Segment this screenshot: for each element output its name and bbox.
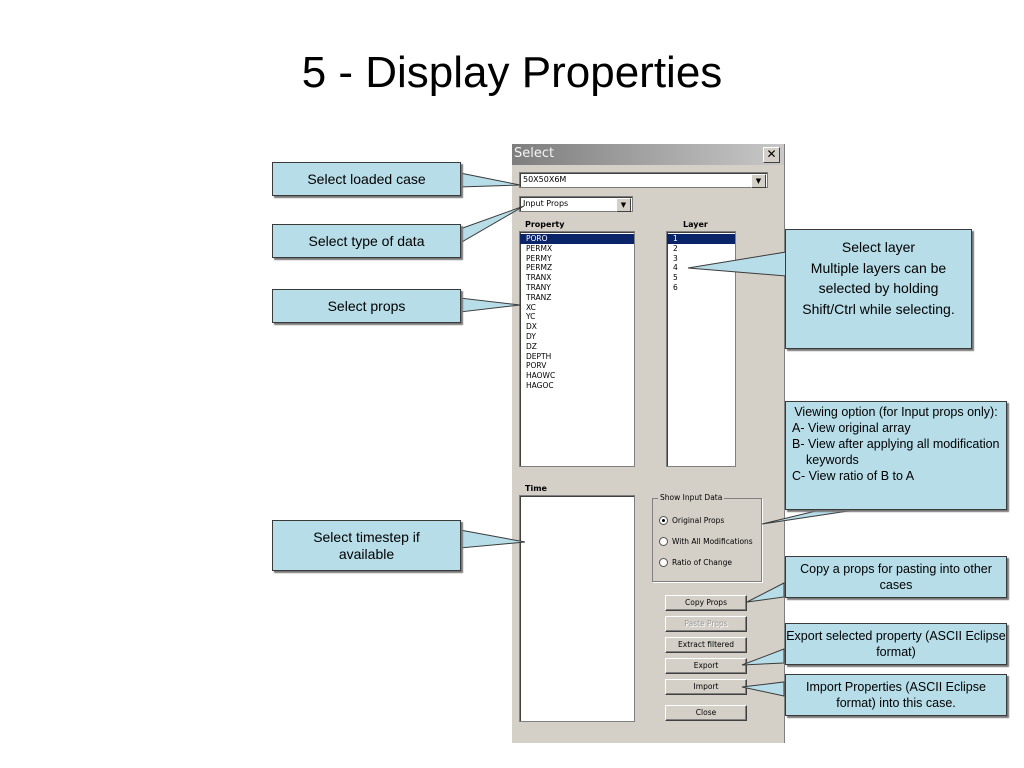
callout-import: Import Properties (ASCII Eclipse format)… xyxy=(785,674,1007,716)
radio-label: With All Modifications xyxy=(672,537,753,546)
layer-label: Layer xyxy=(683,220,708,229)
show-input-data-legend: Show Input Data xyxy=(658,493,725,502)
case-select[interactable]: 50X50X6M ▼ xyxy=(519,172,768,188)
close-button[interactable]: Close xyxy=(665,705,747,721)
slide-title: 5 - Display Properties xyxy=(301,48,723,97)
callout-select-props: Select props xyxy=(272,289,461,323)
paste-props-button[interactable]: Paste Props xyxy=(665,616,747,632)
radio-label: Ratio of Change xyxy=(672,558,732,567)
callout-select-layer: Select layer Multiple layers can be sele… xyxy=(785,229,972,349)
copy-props-button[interactable]: Copy Props xyxy=(665,595,747,611)
property-list-item[interactable]: PORV xyxy=(526,361,547,371)
layer-list-item[interactable]: 3 xyxy=(673,253,678,263)
callout-export: Export selected property (ASCII Eclipse … xyxy=(785,623,1007,665)
property-list-item[interactable]: TRANZ xyxy=(526,292,552,302)
case-select-value: 50X50X6M xyxy=(523,175,567,184)
property-list-item[interactable]: TRANY xyxy=(526,282,551,292)
select-dialog: Select ✕ 50X50X6M ▼ Input Props ▼ Proper… xyxy=(512,144,785,743)
radio-ratio-of-change[interactable]: Ratio of Change xyxy=(659,558,732,567)
property-list-item[interactable]: PERMZ xyxy=(526,263,553,273)
layer-list-item[interactable]: 6 xyxy=(673,282,678,292)
property-list-item[interactable]: HAGOC xyxy=(526,380,554,390)
property-list-item[interactable]: DEPTH xyxy=(526,351,552,361)
radio-unselected-icon[interactable] xyxy=(659,537,668,546)
viewing-option-c: C- View ratio of B to A xyxy=(792,469,915,483)
chevron-down-icon[interactable]: ▼ xyxy=(751,174,766,188)
viewing-option-b: B- View after applying all modification … xyxy=(792,437,1000,467)
pointer-import xyxy=(741,681,785,697)
radio-with-all-modifications[interactable]: With All Modifications xyxy=(659,537,753,546)
property-list-item[interactable]: PORO xyxy=(520,234,634,244)
export-button[interactable]: Export xyxy=(665,658,747,674)
pointer-export xyxy=(741,648,785,666)
close-icon[interactable]: ✕ xyxy=(763,147,780,163)
property-list-item[interactable]: TRANX xyxy=(526,273,552,283)
pointer-viewing xyxy=(761,509,856,525)
callout-select-loaded-case: Select loaded case xyxy=(272,162,461,196)
callout-select-type-of-data: Select type of data xyxy=(272,224,461,258)
pointer-props xyxy=(459,297,521,313)
layer-list-item[interactable]: 4 xyxy=(673,263,678,273)
chevron-down-icon[interactable]: ▼ xyxy=(616,198,631,212)
layer-list-item[interactable]: 1 xyxy=(667,234,735,244)
layer-list-item[interactable]: 2 xyxy=(673,243,678,253)
property-list-item[interactable]: DZ xyxy=(526,341,537,351)
data-type-select-value: Input Props xyxy=(523,199,569,208)
dialog-title: Select xyxy=(514,146,555,161)
property-list-item[interactable]: YC xyxy=(526,312,536,322)
property-list-item[interactable]: XC xyxy=(526,302,536,312)
property-list-item[interactable]: PERMX xyxy=(526,243,553,253)
time-label: Time xyxy=(525,484,547,493)
pointer-copy xyxy=(746,582,785,603)
pointer-data-type xyxy=(459,205,525,244)
callout-select-timestep: Select timestep if available xyxy=(272,520,461,571)
show-input-data-group: Show Input Data Original Props With All … xyxy=(652,493,762,582)
property-list-item[interactable]: PERMY xyxy=(526,253,552,263)
viewing-option-a: A- View original array xyxy=(792,421,911,435)
pointer-loaded-case xyxy=(459,172,521,188)
radio-selected-icon[interactable] xyxy=(659,516,668,525)
viewing-option-title: Viewing option (for Input props only): xyxy=(794,405,998,419)
layer-list-item[interactable]: 5 xyxy=(673,273,678,283)
property-list-item[interactable]: DY xyxy=(526,331,536,341)
property-list-item[interactable]: DX xyxy=(526,322,537,332)
pointer-layer xyxy=(687,251,787,277)
data-type-select[interactable]: Input Props ▼ xyxy=(519,196,633,212)
radio-label: Original Props xyxy=(672,516,725,525)
dialog-titlebar[interactable]: Select ✕ xyxy=(512,144,784,165)
callout-viewing-option: Viewing option (for Input props only): A… xyxy=(785,401,1007,510)
property-label: Property xyxy=(525,220,565,229)
property-list-item[interactable]: HAOWC xyxy=(526,371,556,381)
pointer-timestep xyxy=(459,529,526,549)
callout-copy-props: Copy a props for pasting into other case… xyxy=(785,556,1007,598)
radio-unselected-icon[interactable] xyxy=(659,558,668,567)
radio-original-props[interactable]: Original Props xyxy=(659,516,724,525)
extract-filtered-button[interactable]: Extract filtered xyxy=(665,637,747,653)
time-list[interactable] xyxy=(519,495,635,722)
